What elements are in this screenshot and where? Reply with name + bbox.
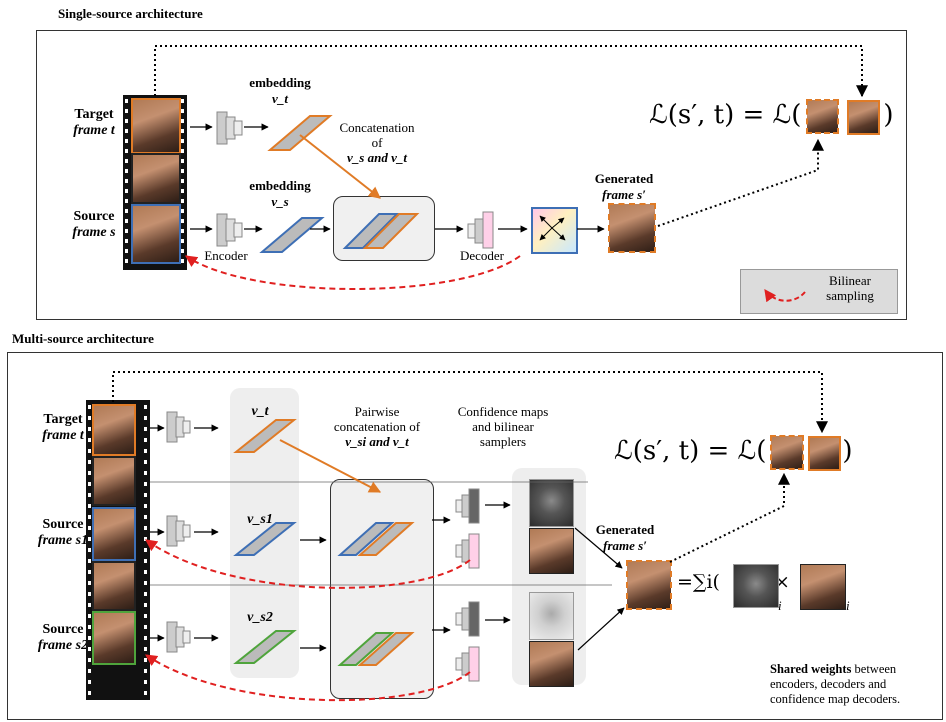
multi-source2-frame: [92, 611, 136, 665]
sum-confidence-thumb: [733, 564, 779, 608]
single-target-dotted-path: [154, 45, 868, 98]
multi-target-frame: [92, 404, 136, 456]
multi-concat-bar-t2: [357, 632, 415, 666]
single-loss-formula: ℒ(s′, t) = ℒ(): [649, 100, 894, 130]
single-decoder-icon: [467, 211, 494, 249]
confidence-map-1: [529, 479, 574, 527]
single-encoder-label: Encoder: [204, 248, 248, 263]
single-loss-target-thumb: [847, 100, 880, 135]
sampled-frame-1: [529, 528, 574, 574]
confidence-map-2: [529, 592, 574, 640]
single-loss-generated-thumb: [806, 99, 839, 134]
single-sprocket-holes: [125, 99, 184, 263]
multi-encoder-icons: [166, 411, 191, 653]
multi-generated-dotted-path: [669, 472, 790, 563]
single-embedding-t-bar: [267, 115, 333, 151]
multi-emb-t-label: v_t: [251, 404, 269, 419]
multi-emb-s1-bar: [233, 522, 297, 556]
multi-emb-s2-bar: [233, 630, 297, 664]
multi-emb-s1-label: v_s1: [247, 512, 273, 527]
multi-target-dotted-path: [112, 371, 828, 434]
single-section-title: Single-source architecture: [58, 6, 203, 21]
multi-bilinear-path-2: [145, 654, 471, 702]
single-concat-bar-t: [362, 213, 420, 249]
single-middle-frame: [131, 153, 181, 204]
multi-emb-t-bar: [233, 419, 297, 453]
multi-concat-bar-s1: [337, 522, 395, 556]
sum-subscript-1: i: [778, 598, 782, 613]
single-concat-arrow: [299, 134, 381, 199]
multi-frame-2: [92, 456, 136, 506]
multi-bilinear-path-1: [145, 539, 471, 589]
multi-source1-frame: [92, 507, 136, 561]
warp-arrows-icon: [539, 215, 566, 241]
multi-loss-target-thumb: [808, 436, 841, 471]
multi-loss-generated-thumb: [770, 435, 804, 470]
single-source-frame: [131, 204, 181, 264]
single-generated-dotted-path: [657, 138, 824, 227]
multi-emb-s2-label: v_s2: [247, 610, 273, 625]
single-decoder-label: Decoder: [459, 248, 505, 263]
single-bilinear-path: [185, 255, 521, 290]
multi-loss-formula: ℒ(s′, t) = ℒ(): [614, 436, 853, 466]
single-concat-bar-s: [342, 213, 400, 249]
multi-concat-bar-t1: [357, 522, 415, 556]
single-encoder-icons: [216, 111, 243, 247]
multi-concat-arrow: [279, 439, 382, 493]
sum-subscript-2: i: [846, 598, 850, 613]
single-embedding-s-bar: [259, 217, 325, 253]
shared-weights-note: Shared weights between encoders, decoder…: [770, 662, 901, 706]
multi-sprocket-holes: [88, 405, 147, 695]
legend-bilinear-icon: [764, 289, 806, 303]
multi-concat-bar-s2: [337, 632, 395, 666]
single-generated-frame: [608, 203, 656, 253]
sampled-frame-2: [529, 641, 574, 687]
multi-frame-4: [92, 561, 136, 611]
sum-frame-thumb: [800, 564, 846, 610]
multi-section-title: Multi-source architecture: [12, 331, 154, 346]
multi-generated-frame: [626, 560, 672, 610]
